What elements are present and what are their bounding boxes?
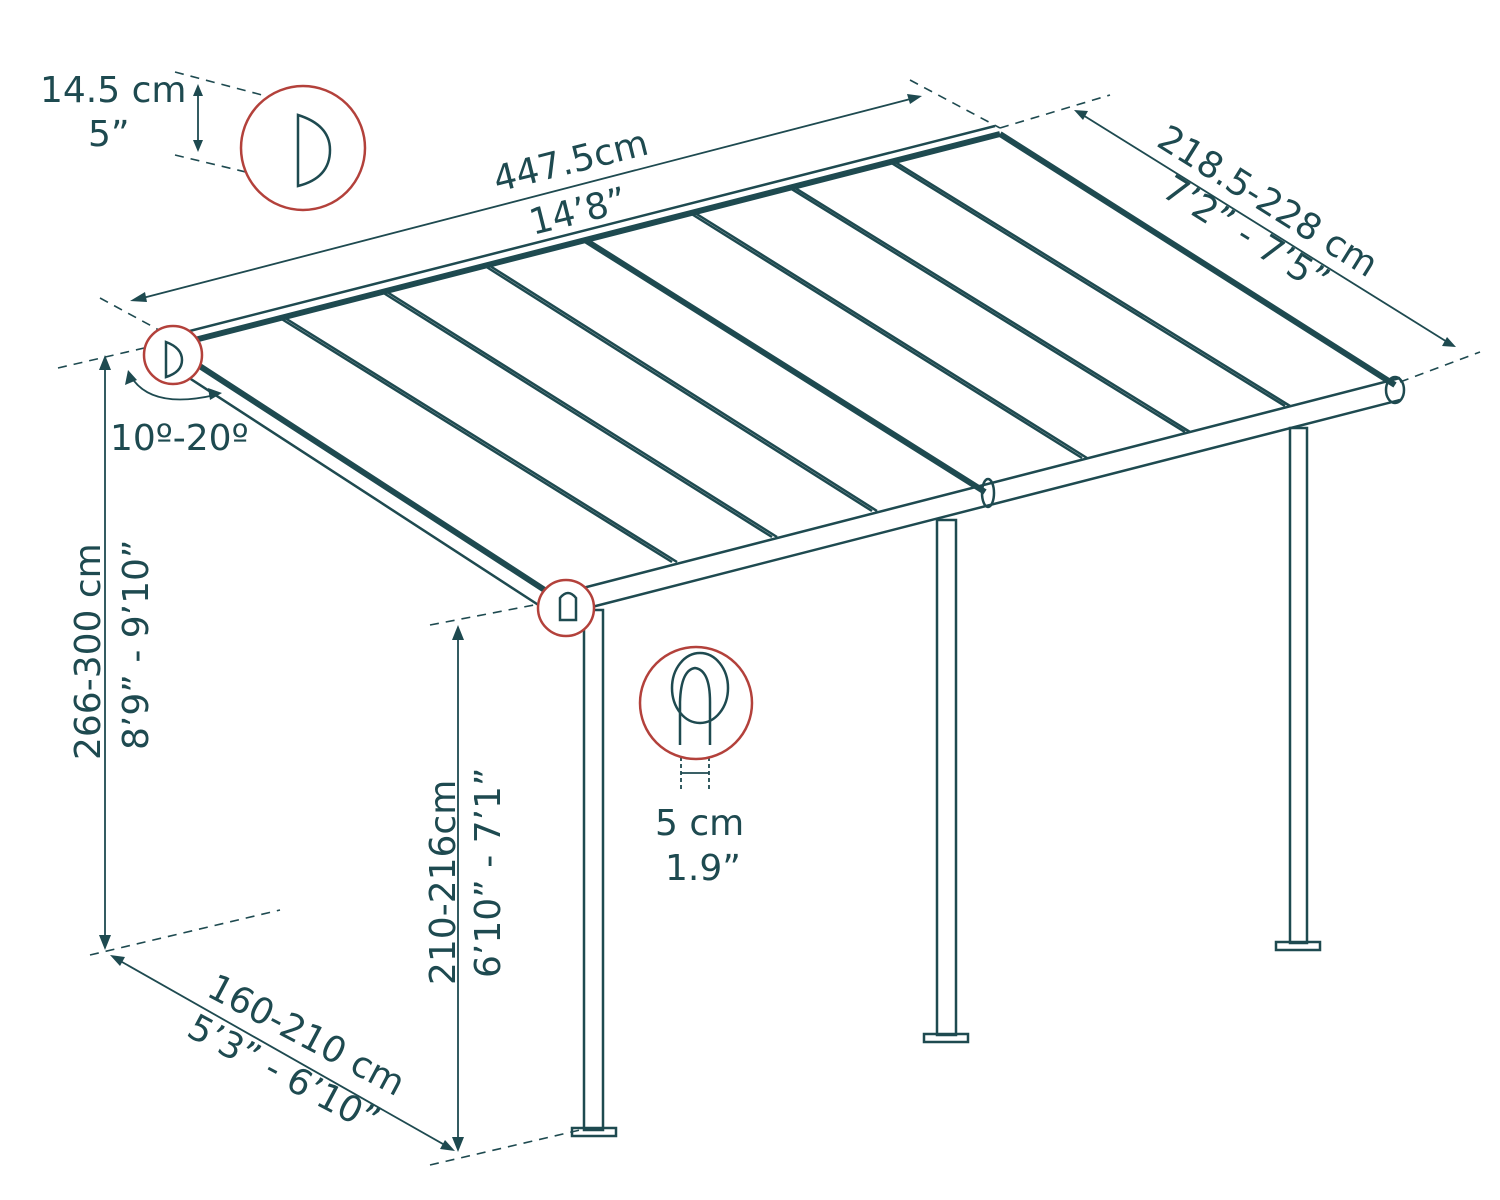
- connector-detail-circle: [638, 645, 754, 761]
- post-connector-icon: [678, 666, 712, 745]
- middle-rafter: [583, 237, 987, 495]
- panel-divider: [889, 160, 1286, 408]
- wall-height-metric: 266-300 cm: [68, 543, 109, 760]
- corner-connector-icon: [558, 591, 578, 622]
- panel-divider: [284, 316, 678, 564]
- panel-divider: [386, 290, 778, 539]
- connector-detail-marker: [536, 578, 596, 638]
- panel-divider: [689, 211, 1083, 460]
- gutter-profile-icon: [296, 113, 332, 188]
- profile-detail-circle: [239, 84, 367, 212]
- beam-joint: [980, 477, 996, 509]
- post-left: [582, 608, 605, 1132]
- panel-divider: [694, 211, 1088, 460]
- wall-height-imperial: 8’9” - 9’10”: [116, 539, 157, 750]
- post-width-imperial: 1.9”: [665, 848, 741, 889]
- panel-dividers: [279, 160, 1291, 564]
- left-rafter-bottom: [179, 370, 541, 608]
- angle-label: 10º-20º: [110, 418, 249, 459]
- post-height-metric: 210-216cm: [423, 780, 464, 985]
- panel-divider: [794, 186, 1191, 434]
- front-beam-top: [574, 376, 1401, 592]
- panel-divider: [894, 160, 1291, 408]
- panel-divider: [789, 186, 1186, 434]
- profile-detail-marker: [142, 324, 204, 386]
- dimension-lines: [99, 84, 1456, 1152]
- left-rafter: [173, 347, 562, 603]
- post-base: [570, 1126, 618, 1138]
- post-right: [1288, 426, 1309, 945]
- connector-detail: [638, 645, 754, 761]
- post-width-metric: 5 cm: [655, 803, 744, 844]
- panel-divider: [381, 290, 773, 539]
- roof: [169, 124, 1406, 612]
- beam-end-cap: [1384, 375, 1406, 405]
- post-height-imperial: 6’10” - 7’1”: [468, 767, 509, 978]
- profile-height-metric: 14.5 cm: [40, 70, 186, 111]
- post-base: [1274, 940, 1322, 952]
- length-metric: 447.5cm: [489, 123, 652, 201]
- panel-divider: [489, 264, 878, 513]
- profile-detail: [239, 84, 367, 212]
- panel-divider: [484, 264, 873, 513]
- gutter-end-icon: [164, 340, 184, 379]
- right-rafter: [998, 131, 1397, 388]
- profile-height-imperial: 5”: [88, 114, 130, 155]
- back-beam-top: [169, 124, 996, 338]
- panel-divider: [279, 316, 673, 564]
- post-base: [922, 1032, 970, 1044]
- post-middle: [935, 518, 958, 1037]
- guide-lines: [57, 71, 1481, 1166]
